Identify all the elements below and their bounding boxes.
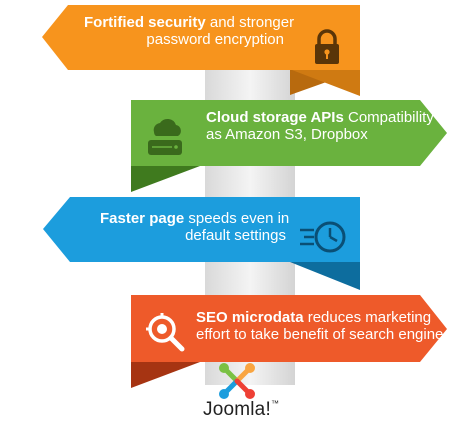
- banner-seo: [131, 295, 447, 388]
- banner-speed-line2: default settings: [185, 227, 286, 244]
- banner-cloud-bold: Cloud storage APIs: [206, 109, 344, 126]
- pole-segment: [205, 165, 295, 197]
- lock-icon: [315, 29, 339, 64]
- banner-speed: [43, 197, 360, 290]
- banner-cloud-rest: Compatibility: [343, 109, 434, 126]
- banner-security-rest: and stronger: [205, 14, 295, 31]
- banner-cloud: [131, 100, 447, 192]
- banner-seo-rest: reduces marketing: [303, 309, 432, 326]
- banner-security-bold: Fortified security: [84, 14, 206, 31]
- banner-speed-bold: Faster page: [100, 210, 185, 227]
- pole-segment: [205, 70, 295, 105]
- banner-speed-rest: speeds even in: [184, 210, 290, 227]
- pole-segment: [205, 260, 295, 295]
- banner-security-text: Fortified security and stronger password…: [84, 14, 294, 48]
- search-gear-icon: [146, 313, 185, 352]
- speed-clock-icon: [300, 221, 346, 253]
- banner-speed-text: Faster page speeds even in default setti…: [100, 210, 290, 244]
- banner-seo-bold: SEO microdata: [196, 309, 304, 326]
- banner-cloud-text: Cloud storage APIs Compatibility as Amaz…: [206, 109, 436, 143]
- banner-security: [42, 5, 360, 96]
- joomla-logo-icon: [219, 363, 255, 399]
- banner-security-line2: password encryption: [146, 31, 284, 48]
- banner-seo-text: SEO microdata reduces marketing effort t…: [196, 309, 443, 343]
- joomla-logo-text: Joomla!™: [203, 399, 279, 421]
- banner-seo-line2: effort to take benefit of search engine: [196, 326, 444, 343]
- cloud-storage-icon: [148, 118, 182, 155]
- trademark-mark: ™: [270, 399, 280, 408]
- joomla-wordmark: Joomla!: [203, 399, 271, 420]
- banner-cloud-line2: as Amazon S3, Dropbox: [206, 126, 368, 143]
